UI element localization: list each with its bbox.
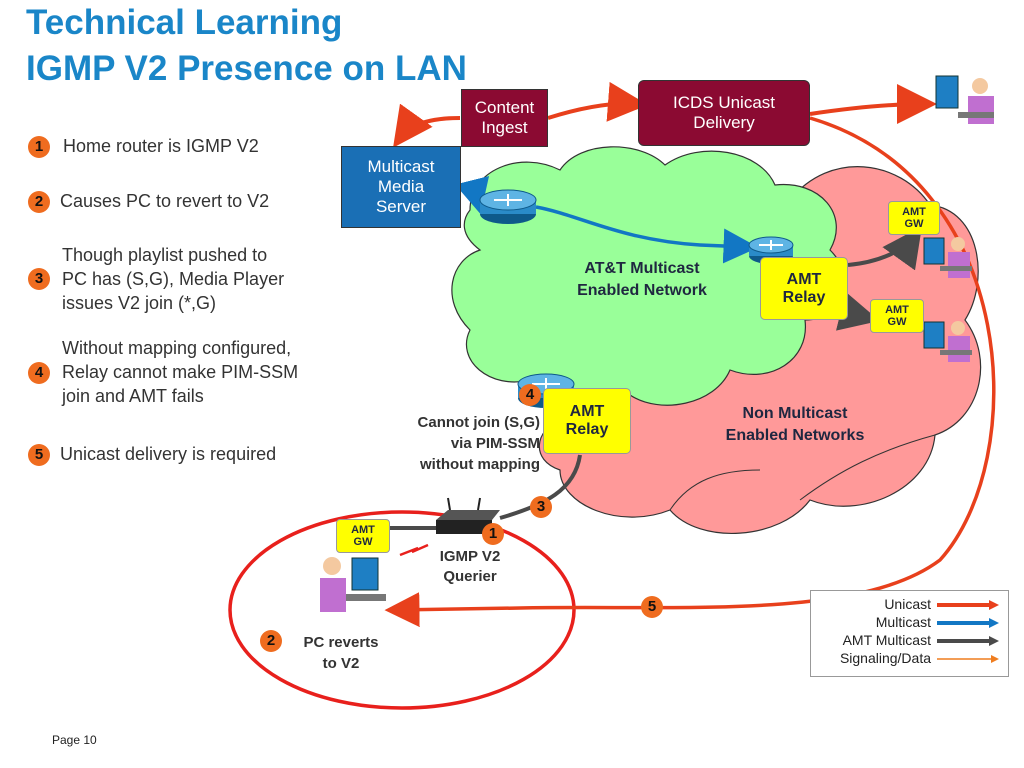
home-lan-ellipse (228, 510, 576, 710)
legend: Unicast Multicast AMT Multicast Signalin… (810, 590, 1009, 677)
diagram-marker-4: 4 (519, 384, 541, 406)
router-icon-server (479, 189, 537, 224)
legend-unicast-label: Unicast (884, 596, 931, 612)
page-number: Page 10 (52, 733, 97, 747)
user-icon-gw1 (923, 237, 972, 278)
diagram-marker-2: 2 (260, 630, 282, 652)
legend-multicast-label: Multicast (875, 614, 931, 630)
step-2-text: Causes PC to revert to V2 (60, 191, 270, 211)
legend-amt-label: AMT Multicast (842, 632, 931, 648)
page-title-line2: IGMP V2 Presence on LAN (26, 49, 467, 88)
legend-signaling-label: Signaling/Data (839, 650, 931, 666)
diagram-marker-5: 5 (641, 596, 663, 618)
page-title-line1: Technical Learning (26, 3, 343, 42)
user-icon-gw2 (923, 321, 972, 362)
diagram-marker-1: 1 (482, 523, 504, 545)
step-2-marker: 2 (28, 191, 50, 213)
step-4-marker: 4 (28, 362, 50, 384)
step-4-text: Without mapping configured,Relay cannot … (62, 338, 299, 406)
user-icon-home (320, 557, 386, 612)
diagram-marker-3: 3 (530, 496, 552, 518)
user-icon-top (935, 75, 994, 124)
home-router-icon (436, 497, 500, 534)
step-1-marker: 1 (28, 136, 50, 158)
step-1-text: Home router is IGMP V2 (63, 136, 259, 156)
step-3-marker: 3 (28, 268, 50, 290)
att-multicast-cloud (451, 146, 847, 410)
step-5-marker: 5 (28, 444, 50, 466)
step-5-text: Unicast delivery is required (60, 444, 277, 464)
legend-arrows (937, 600, 999, 663)
